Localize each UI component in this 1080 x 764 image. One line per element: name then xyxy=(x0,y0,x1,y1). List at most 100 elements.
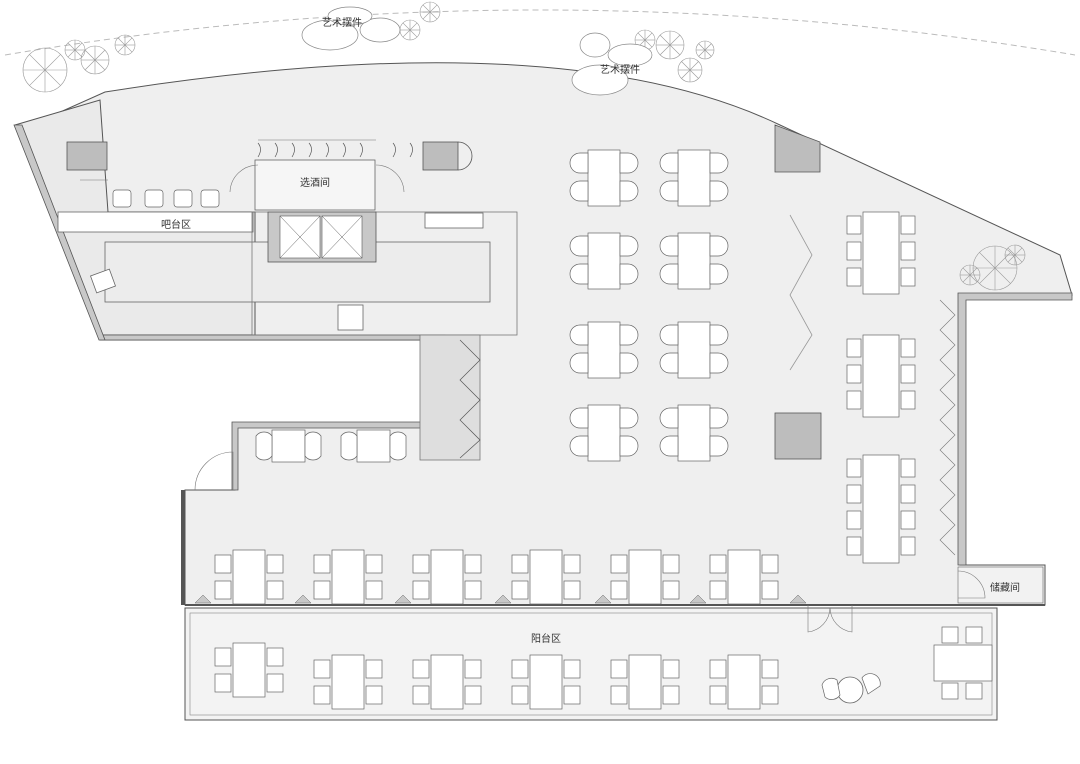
chair xyxy=(900,241,916,261)
wall-west xyxy=(99,334,461,426)
chair xyxy=(563,685,581,705)
chair xyxy=(464,554,482,574)
chair xyxy=(266,647,284,667)
wall-mark xyxy=(494,594,512,604)
chair xyxy=(610,659,628,679)
chair xyxy=(709,685,727,705)
chair xyxy=(619,352,639,374)
chair xyxy=(659,235,679,257)
chair xyxy=(662,659,680,679)
chair xyxy=(709,407,729,429)
wall-mark xyxy=(594,594,612,604)
chair xyxy=(659,180,679,202)
wall-mark xyxy=(394,594,412,604)
chair xyxy=(659,435,679,457)
label-bar-area: 吧台区 xyxy=(161,220,191,231)
table xyxy=(727,654,761,710)
chair xyxy=(900,484,916,504)
tree xyxy=(959,264,981,286)
chair xyxy=(511,580,529,600)
chair xyxy=(464,685,482,705)
chair xyxy=(563,580,581,600)
table xyxy=(232,642,266,698)
chair xyxy=(846,267,862,287)
wall-mark xyxy=(194,594,212,604)
wine-rack xyxy=(257,142,413,158)
chair xyxy=(569,324,589,346)
chair xyxy=(214,647,232,667)
chair xyxy=(846,484,862,504)
table xyxy=(727,549,761,605)
booth-tables xyxy=(255,429,407,463)
chair xyxy=(659,263,679,285)
chair xyxy=(619,324,639,346)
tree xyxy=(64,39,86,61)
chair xyxy=(313,580,331,600)
chair xyxy=(941,682,959,700)
wine-room-box xyxy=(254,159,376,211)
chair xyxy=(709,324,729,346)
chair xyxy=(569,263,589,285)
table xyxy=(862,211,900,295)
chair xyxy=(313,554,331,574)
chair xyxy=(412,554,430,574)
chair xyxy=(569,352,589,374)
chair xyxy=(619,407,639,429)
chair xyxy=(900,215,916,235)
chair xyxy=(709,580,727,600)
chair xyxy=(569,435,589,457)
art-piece-1 xyxy=(301,6,401,51)
chair xyxy=(412,685,430,705)
label-art-piece-2: 艺术摆件 xyxy=(600,65,640,76)
table xyxy=(587,149,621,207)
chair xyxy=(846,215,862,235)
bar-counter-top xyxy=(57,211,254,233)
chair xyxy=(761,685,779,705)
chair xyxy=(365,685,383,705)
tree xyxy=(114,34,136,56)
tree xyxy=(695,40,715,60)
table xyxy=(628,549,662,605)
chair xyxy=(965,682,983,700)
chair xyxy=(610,685,628,705)
table xyxy=(529,549,563,605)
chair xyxy=(569,152,589,174)
chair xyxy=(365,554,383,574)
chair xyxy=(900,390,916,410)
label-balcony: 阳台区 xyxy=(531,634,561,645)
wall-mark xyxy=(294,594,312,604)
table xyxy=(677,232,711,290)
chair xyxy=(659,407,679,429)
chair xyxy=(266,554,284,574)
chair xyxy=(900,338,916,358)
chair xyxy=(365,659,383,679)
tree xyxy=(677,57,703,83)
chair xyxy=(941,626,959,644)
tree xyxy=(419,1,441,23)
chair xyxy=(709,554,727,574)
chair xyxy=(846,364,862,384)
chair xyxy=(761,580,779,600)
tree xyxy=(1004,244,1026,266)
table xyxy=(677,149,711,207)
chair xyxy=(846,458,862,478)
chair xyxy=(619,180,639,202)
table xyxy=(862,334,900,418)
chair xyxy=(900,536,916,556)
wall-mark xyxy=(689,594,707,604)
column xyxy=(774,412,822,460)
wall-left-edge xyxy=(13,124,106,341)
site-boundary xyxy=(4,9,1076,56)
chair xyxy=(619,263,639,285)
chair xyxy=(464,580,482,600)
chair xyxy=(511,685,529,705)
chair xyxy=(846,536,862,556)
tree xyxy=(634,29,656,51)
chair xyxy=(563,659,581,679)
table xyxy=(587,321,621,379)
chair xyxy=(900,364,916,384)
chair xyxy=(365,580,383,600)
chair xyxy=(900,510,916,530)
table xyxy=(587,232,621,290)
table xyxy=(430,654,464,710)
